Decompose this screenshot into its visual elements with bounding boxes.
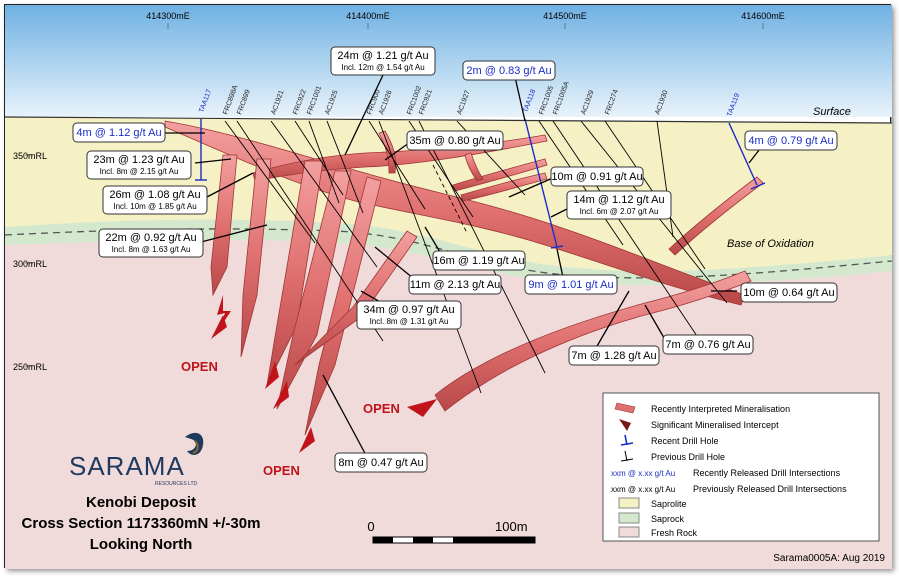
intercept-sublabel: Incl. 8m @ 2.15 g/t Au <box>100 167 179 176</box>
intercept-previous: 8m @ 0.47 g/t Au <box>334 452 428 473</box>
intercept-recent: 2m @ 0.83 g/t Au <box>462 60 556 81</box>
intercept-label: 34m @ 0.97 g/t Au <box>363 304 454 316</box>
intercept-previous: 34m @ 0.97 g/t Au Incl. 8m @ 1.31 g/t Au <box>356 300 462 330</box>
intercept-recent: 4m @ 0.79 g/t Au <box>744 130 838 151</box>
intercept-sublabel: Incl. 10m @ 1.85 g/t Au <box>113 202 196 211</box>
title-line1: Kenobi Deposit <box>86 494 196 511</box>
open-label: OPEN <box>181 359 218 374</box>
intercept-previous: 23m @ 1.23 g/t Au Incl. 8m @ 2.15 g/t Au <box>86 150 192 180</box>
intercept-label: 10m @ 0.91 g/t Au <box>551 171 642 183</box>
intercept-label: 16m @ 1.19 g/t Au <box>433 255 524 267</box>
legend-item: Saprolite <box>651 499 687 509</box>
intercept-label: 35m @ 0.80 g/t Au <box>409 135 500 147</box>
intercept-previous: 14m @ 1.12 g/t Au Incl. 6m @ 2.07 g/t Au <box>566 190 672 220</box>
intercept-label: 4m @ 0.79 g/t Au <box>748 135 833 147</box>
legend-item: Recent Drill Hole <box>651 436 719 446</box>
intercept-label: 9m @ 1.01 g/t Au <box>528 279 613 291</box>
intercept-previous: 24m @ 1.21 g/t Au Incl. 12m @ 1.54 g/t A… <box>330 46 436 76</box>
scale-end: 100m <box>495 519 528 534</box>
legend-saprolite-swatch <box>618 497 640 509</box>
legend-recent-hole-icon <box>620 434 634 446</box>
intercept-sublabel: Incl. 12m @ 1.54 g/t Au <box>341 63 424 72</box>
legend-mineralisation-icon <box>614 402 636 414</box>
easting-label: 414400mE <box>346 11 390 21</box>
intercept-previous: 22m @ 0.92 g/t Au Incl. 8m @ 1.63 g/t Au <box>98 228 204 258</box>
legend-item: Previously Released Drill Intersections <box>693 484 847 494</box>
intercept-label: 14m @ 1.12 g/t Au <box>573 194 664 206</box>
legend-item: Saprock <box>651 514 685 524</box>
intercept-sublabel: Incl. 8m @ 1.31 g/t Au <box>370 317 449 326</box>
rl-label: 250mRL <box>13 362 47 372</box>
intercept-previous: 7m @ 0.76 g/t Au <box>662 334 754 355</box>
intercept-label: 8m @ 0.47 g/t Au <box>338 457 423 469</box>
intercept-previous: 26m @ 1.08 g/t Au Incl. 10m @ 1.85 g/t A… <box>102 185 208 215</box>
intercept-label: 7m @ 1.28 g/t Au <box>571 350 656 362</box>
title-line2: Cross Section 1173360mN +/-30m <box>22 515 261 532</box>
surface-line <box>5 116 892 124</box>
legend-item: Significant Mineralised Intercept <box>651 420 779 430</box>
intercept-previous: 10m @ 0.64 g/t Au <box>740 282 838 303</box>
intercept-sublabel: Incl. 6m @ 2.07 g/t Au <box>580 207 659 216</box>
legend-item: Recently Interpreted Mineralisation <box>651 404 790 414</box>
easting-label: 414500mE <box>543 11 587 21</box>
intercept-label: 10m @ 0.64 g/t Au <box>743 287 834 299</box>
intercept-label: 7m @ 0.76 g/t Au <box>665 339 750 351</box>
legend-sample-recent: xxm @ x.xx g/t Au <box>611 469 675 478</box>
grid-ticks <box>25 23 764 367</box>
legend-item: Fresh Rock <box>651 528 698 538</box>
intercept-recent: 9m @ 1.01 g/t Au <box>524 274 618 295</box>
open-arrows <box>211 295 437 453</box>
legend-item: Recently Released Drill Intersections <box>693 468 841 478</box>
intercept-previous: 11m @ 2.13 g/t Au <box>408 274 502 295</box>
intercept-label: 22m @ 0.92 g/t Au <box>105 232 196 244</box>
intercept-label: 23m @ 1.23 g/t Au <box>93 154 184 166</box>
legend-fresh-rock-swatch <box>618 526 640 538</box>
surface-label: Surface <box>813 106 851 118</box>
figure-reference: Sarama0005A: Aug 2019 <box>773 553 885 564</box>
company-logo: SARAMA RESOURCES LTD <box>69 432 204 487</box>
intercept-previous: 7m @ 1.28 g/t Au <box>568 345 660 366</box>
legend-intercept-icon <box>619 419 631 431</box>
open-label: OPEN <box>363 401 400 416</box>
intercept-label: 26m @ 1.08 g/t Au <box>109 189 200 201</box>
logo-emblem-icon <box>185 432 204 455</box>
mineralisation-lenses <box>164 120 764 436</box>
oxidation-label: Base of Oxidation <box>727 238 814 250</box>
scale-zero: 0 <box>367 519 374 534</box>
rl-label: 300mRL <box>13 259 47 269</box>
easting-label: 414300mE <box>146 11 190 21</box>
legend-sample-previous: xxm @ x.xx g/t Au <box>611 485 675 494</box>
sky-zone <box>5 5 892 117</box>
projected-drill-hole <box>432 164 468 234</box>
cross-section: 414300mE 414400mE 414500mE 414600mE 350m… <box>5 5 892 569</box>
easting-label: 414600mE <box>741 11 785 21</box>
open-label: OPEN <box>263 463 300 478</box>
company-sub: RESOURCES LTD <box>155 481 198 487</box>
legend-previous-hole-icon <box>620 450 634 462</box>
intercept-recent: 4m @ 1.12 g/t Au <box>72 122 166 143</box>
figure-frame: 414300mE 414400mE 414500mE 414600mE 350m… <box>4 4 892 569</box>
title-line3: Looking North <box>90 536 192 553</box>
intercept-previous: 10m @ 0.91 g/t Au <box>550 166 644 187</box>
intercept-previous: 16m @ 1.19 g/t Au <box>432 250 526 271</box>
company-name: SARAMA <box>69 451 185 481</box>
rl-label: 350mRL <box>13 151 47 161</box>
intercept-previous: 35m @ 0.80 g/t Au <box>406 130 504 151</box>
legend: Recently Interpreted Mineralisation Sign… <box>602 392 880 542</box>
legend-saprock-swatch <box>618 512 640 524</box>
scale-bar: 0 100m <box>367 519 536 544</box>
intercept-label: 11m @ 2.13 g/t Au <box>410 279 500 291</box>
intercept-label: 2m @ 0.83 g/t Au <box>466 65 551 77</box>
intercept-sublabel: Incl. 8m @ 1.63 g/t Au <box>112 245 191 254</box>
intercept-label: 4m @ 1.12 g/t Au <box>76 127 161 139</box>
intercept-label: 24m @ 1.21 g/t Au <box>337 50 428 62</box>
legend-item: Previous Drill Hole <box>651 452 725 462</box>
